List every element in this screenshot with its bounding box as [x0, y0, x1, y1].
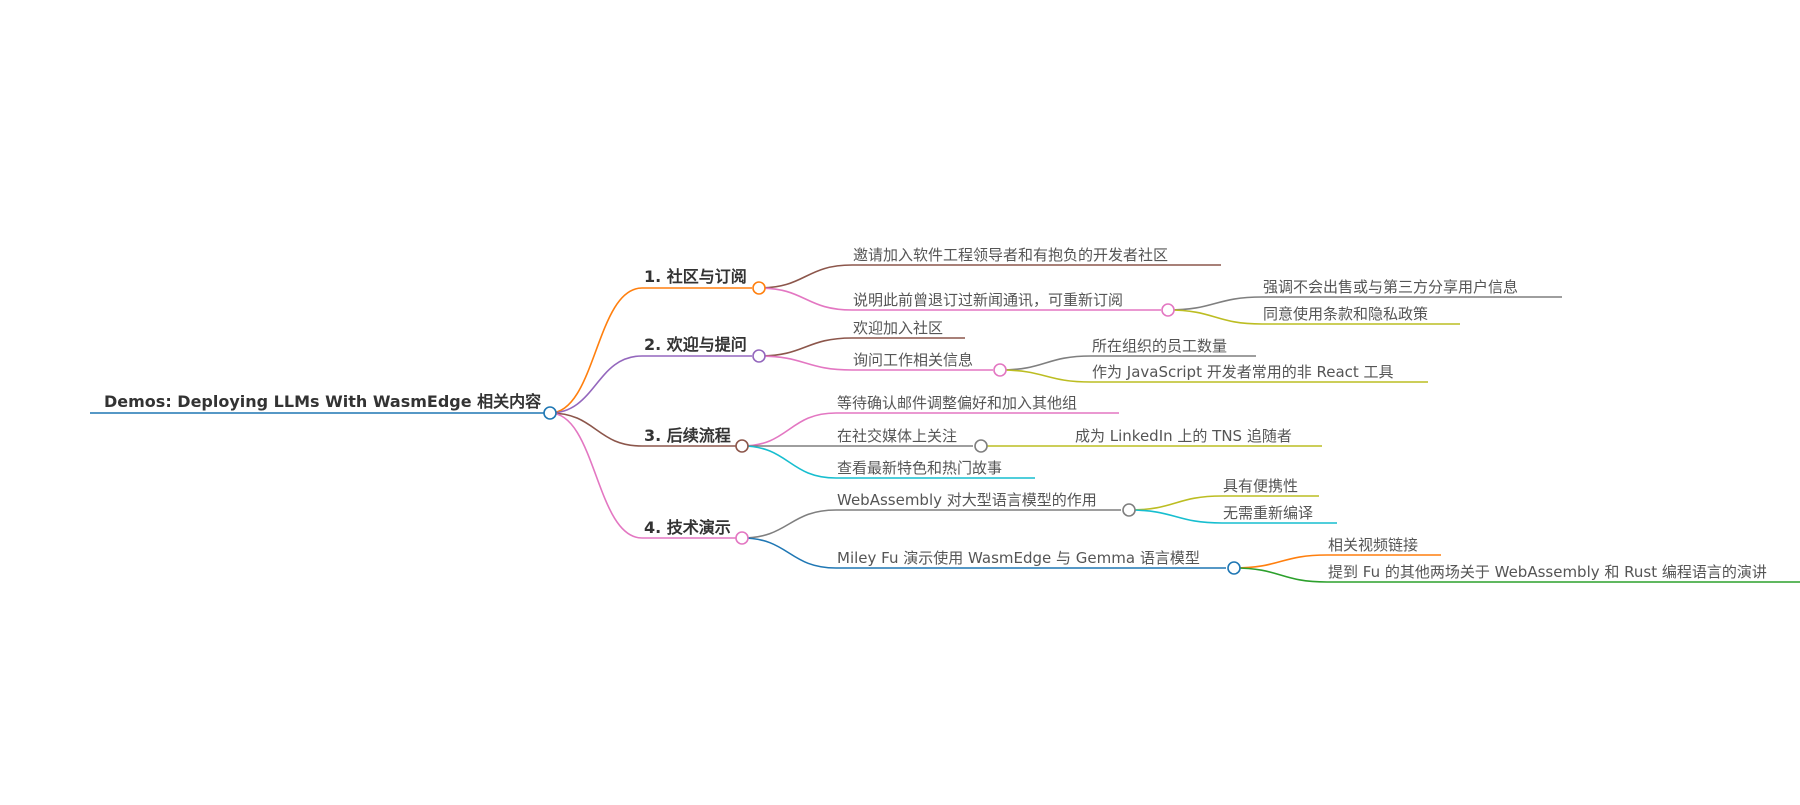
section-connector	[549, 412, 643, 447]
detail-label: 提到 Fu 的其他两场关于 WebAssembly 和 Rust 编程语言的演讲	[1328, 563, 1767, 581]
subtopic-connector	[741, 445, 837, 479]
detail-connector	[999, 355, 1092, 371]
subtopic-label: 邀请加入软件工程领导者和有抱负的开发者社区	[853, 246, 1168, 264]
detail-connector	[1233, 567, 1328, 583]
detail-label: 同意使用条款和隐私政策	[1263, 305, 1428, 323]
subtopic-connector	[741, 537, 837, 569]
subtopic-label: 说明此前曾退订过新闻通讯，可重新订阅	[853, 291, 1123, 309]
subtopic-connector	[758, 355, 853, 371]
detail-connector	[1233, 554, 1328, 569]
detail-label: 无需重新编译	[1223, 504, 1313, 522]
detail-label: 所在组织的员工数量	[1092, 337, 1227, 355]
collapse-toggle[interactable]	[974, 439, 988, 453]
detail-connector	[1167, 296, 1263, 311]
detail-connector	[1128, 495, 1223, 511]
collapse-toggle[interactable]	[752, 349, 766, 363]
collapse-toggle[interactable]	[752, 281, 766, 295]
detail-label: 作为 JavaScript 开发者常用的非 React 工具	[1092, 363, 1394, 381]
subtopic-connector	[758, 264, 853, 289]
collapse-toggle[interactable]	[735, 439, 749, 453]
section-topic: 2. 欢迎与提问	[644, 335, 747, 354]
detail-connector	[1167, 309, 1263, 325]
collapse-toggle[interactable]	[1227, 561, 1241, 575]
detail-label: 强调不会出售或与第三方分享用户信息	[1263, 278, 1518, 296]
subtopic-label: 等待确认邮件调整偏好和加入其他组	[837, 394, 1077, 412]
collapse-toggle[interactable]	[543, 406, 557, 420]
section-topic: 3. 后续流程	[644, 426, 731, 445]
subtopic-label: 查看最新特色和热门故事	[837, 459, 1002, 477]
root-topic: Demos: Deploying LLMs With WasmEdge 相关内容	[104, 392, 541, 411]
collapse-toggle[interactable]	[1122, 503, 1136, 517]
section-topic: 1. 社区与订阅	[644, 267, 747, 286]
collapse-toggle[interactable]	[993, 363, 1007, 377]
section-connector	[549, 412, 643, 539]
subtopic-label: WebAssembly 对大型语言模型的作用	[837, 491, 1097, 509]
subtopic-connector	[741, 509, 837, 539]
detail-label: 具有便携性	[1223, 477, 1298, 495]
detail-connector	[1128, 509, 1223, 524]
section-connector	[549, 355, 643, 414]
collapse-toggle[interactable]	[1161, 303, 1175, 317]
subtopic-label: Miley Fu 演示使用 WasmEdge 与 Gemma 语言模型	[837, 549, 1200, 567]
section-connector	[549, 287, 643, 414]
subtopic-connector	[758, 337, 853, 357]
subtopic-label: 欢迎加入社区	[853, 319, 943, 337]
subtopic-label: 在社交媒体上关注	[837, 427, 957, 445]
subtopic-connector	[741, 412, 837, 447]
subtopic-label: 询问工作相关信息	[853, 351, 973, 369]
section-topic: 4. 技术演示	[644, 518, 731, 537]
detail-label: 相关视频链接	[1328, 536, 1418, 554]
detail-label: 成为 LinkedIn 上的 TNS 追随者	[1075, 427, 1292, 445]
collapse-toggle[interactable]	[735, 531, 749, 545]
detail-connector	[999, 369, 1092, 383]
subtopic-connector	[758, 287, 853, 311]
